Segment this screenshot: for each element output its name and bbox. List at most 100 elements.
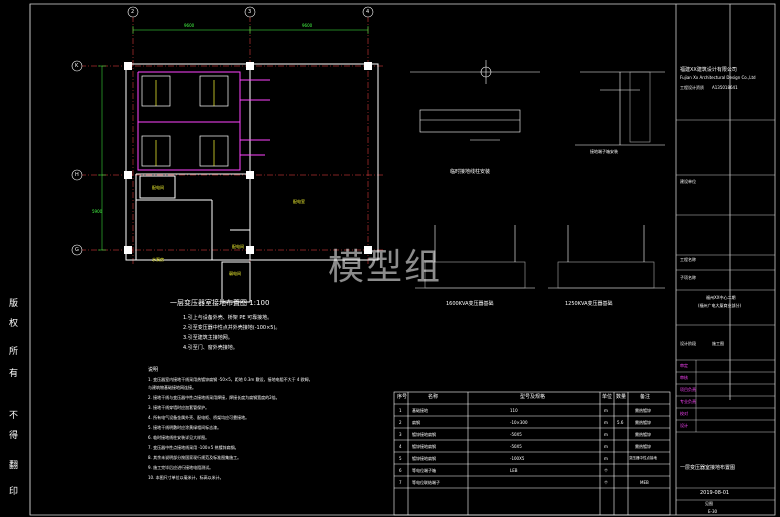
table-cell: 变压器中性点接地 xyxy=(629,456,657,460)
table-cell: 镀锌接地扁钢 xyxy=(412,432,436,437)
axis-bubbles xyxy=(71,6,374,256)
description-line: 与建筑物基础接地网连接。 xyxy=(148,385,196,390)
table-cell: 2 xyxy=(399,420,402,425)
table-header: 数量 xyxy=(616,394,627,400)
dim-top-left: 9600 xyxy=(184,23,195,28)
table-cell: 3 xyxy=(399,432,402,437)
table-cell: m xyxy=(604,444,608,449)
table-header: 名称 xyxy=(428,394,439,400)
row-stage-value: 施工图 xyxy=(712,341,724,346)
table-cell: 6 xyxy=(399,468,402,473)
drawing-scale: 见图 xyxy=(705,501,713,506)
description-line: 8. 其余未说明部分按国家现行规范及标准图集施工。 xyxy=(148,455,242,460)
table-cell: 110 xyxy=(510,408,518,413)
sign-row: 设计 xyxy=(680,423,688,428)
table-cell: 4 xyxy=(399,444,402,449)
transformers xyxy=(141,75,229,167)
sign-row: 专业负责 xyxy=(680,399,696,404)
company-name-en: Fujian Xx Architectural Design Co.,Ltd xyxy=(680,75,756,80)
side-note: 不 xyxy=(9,411,19,421)
axis-row-label-h: H xyxy=(75,172,79,178)
table-cell: 需热镀锌 xyxy=(635,408,651,413)
row-subproject-label: 子项名称 xyxy=(680,275,696,280)
room-label: 配电室 xyxy=(293,199,305,204)
description-title: 说明 xyxy=(148,367,159,373)
room-label: 弱电间 xyxy=(229,271,241,276)
table-cell: 1 xyxy=(399,408,402,413)
axis-col-label-4: 4 xyxy=(366,9,370,15)
plan-title: 一层变压器室接地布置图 1:100 xyxy=(170,299,270,307)
dim-top-right: 9600 xyxy=(302,23,313,28)
axis-col-label-3: 3 xyxy=(248,9,252,15)
description-line: 3. 接地干线穿墙时应加套管保护。 xyxy=(148,405,210,410)
side-note: 所 xyxy=(9,347,19,357)
plan-note-4: 4.引至门、窗外壳接地。 xyxy=(183,345,238,351)
table-header: 单位 xyxy=(602,394,613,400)
sign-row: 项目负责 xyxy=(680,387,696,392)
table-cell: 5.6 xyxy=(617,420,624,425)
columns xyxy=(124,62,372,254)
detail-title: 临时接地线柱安装 xyxy=(450,169,491,175)
drawing-title: 一层变压器室接地布置图 xyxy=(680,465,736,471)
plan-note-2: 2.引至变压器中性点并外壳接地(-100×5)。 xyxy=(183,325,281,331)
drawing-date: 2019-08-01 xyxy=(700,490,730,496)
table-cell: 需热镀锌 xyxy=(635,432,651,437)
axis-row-label-k: K xyxy=(75,63,79,69)
table-cell: MEB xyxy=(640,480,649,485)
dimension-lines xyxy=(98,26,369,251)
detail-grounding-post xyxy=(410,60,540,141)
table-cell: -10×300 xyxy=(510,420,528,425)
bus-lines xyxy=(155,80,215,166)
table-cell: m xyxy=(604,456,608,461)
table-cell: 需热镀锌 xyxy=(635,420,651,425)
side-note: 有 xyxy=(9,369,19,379)
description-line: 5. 接地干线明敷时应涂黄绿相间标志漆。 xyxy=(148,425,222,430)
table-cell: LEB xyxy=(510,468,518,473)
table-cell: -50X5 xyxy=(510,444,522,449)
plan-note-3: 3.引至建筑主接地网。 xyxy=(183,335,233,341)
side-note: 版 xyxy=(9,299,19,309)
table-header: 备注 xyxy=(640,394,651,400)
table-cell: 7 xyxy=(399,480,402,485)
grounding-conductors xyxy=(137,71,270,171)
foundation-1250-label: 1250KVA变压器基础 xyxy=(565,301,613,307)
dim-side: 5900 xyxy=(92,209,103,214)
plan-note-1: 1.引上与设备外壳、桥架 PE 可靠接地。 xyxy=(183,315,273,321)
sign-row: 校对 xyxy=(680,411,688,416)
table-cell: 镀锌接地扁钢 xyxy=(412,444,436,449)
table-header: 序号 xyxy=(397,394,408,400)
description-line: 1. 变压器室内接地干线采用热镀锌扁钢 -50×5，距地 0.3m 敷设，接地电… xyxy=(148,377,313,382)
room-label: 配电间 xyxy=(232,244,244,249)
table-cell: -100X5 xyxy=(510,456,525,461)
drawing-number: E-30 xyxy=(708,509,718,514)
side-note: 得 xyxy=(9,431,19,441)
table-cell: 需热镀锌 xyxy=(635,444,651,449)
axis-row-label-g: G xyxy=(75,247,79,253)
description-line: 9. 施工完毕后应进行接地电阻测试。 xyxy=(148,465,214,470)
row-project-label: 工程名称 xyxy=(680,257,696,262)
table-cell: m xyxy=(604,432,608,437)
section-title: 接地端子箱安装 xyxy=(590,149,618,154)
axis-col-label-2: 2 xyxy=(131,9,135,15)
foundation-details xyxy=(415,225,665,289)
row-stage-label: 设计阶段 xyxy=(680,341,696,346)
row-project-value: 福州XX中心二期 xyxy=(706,295,736,300)
side-note: 翻 xyxy=(9,461,19,471)
table-cell: 等电位端子箱 xyxy=(412,468,436,473)
description-line: 4. 所有电气设备金属外壳、配电柜、桥架均应可靠接地。 xyxy=(148,415,250,420)
table-cell: m xyxy=(604,408,608,413)
sign-row: 审核 xyxy=(680,375,688,380)
description-line: 6. 临时接地线柱安装详见大样图。 xyxy=(148,435,210,440)
description-line: 7. 变压器中性点接地线采用 -100×5 热镀锌扁钢。 xyxy=(148,445,239,450)
side-note: 权 xyxy=(9,319,19,329)
description-line: 10. 本图尺寸单位以毫米计，标高以米计。 xyxy=(148,475,224,480)
detail-section xyxy=(575,71,665,146)
room-label: 配电间 xyxy=(152,185,164,190)
table-cell: 个 xyxy=(604,468,608,473)
sign-row: 审定 xyxy=(680,363,688,368)
cert-label: 工程设计资质 xyxy=(680,85,704,90)
table-cell: m xyxy=(604,420,608,425)
table-cell: 5 xyxy=(399,456,402,461)
company-name: 福建XX建筑设计有限公司 xyxy=(680,67,737,73)
